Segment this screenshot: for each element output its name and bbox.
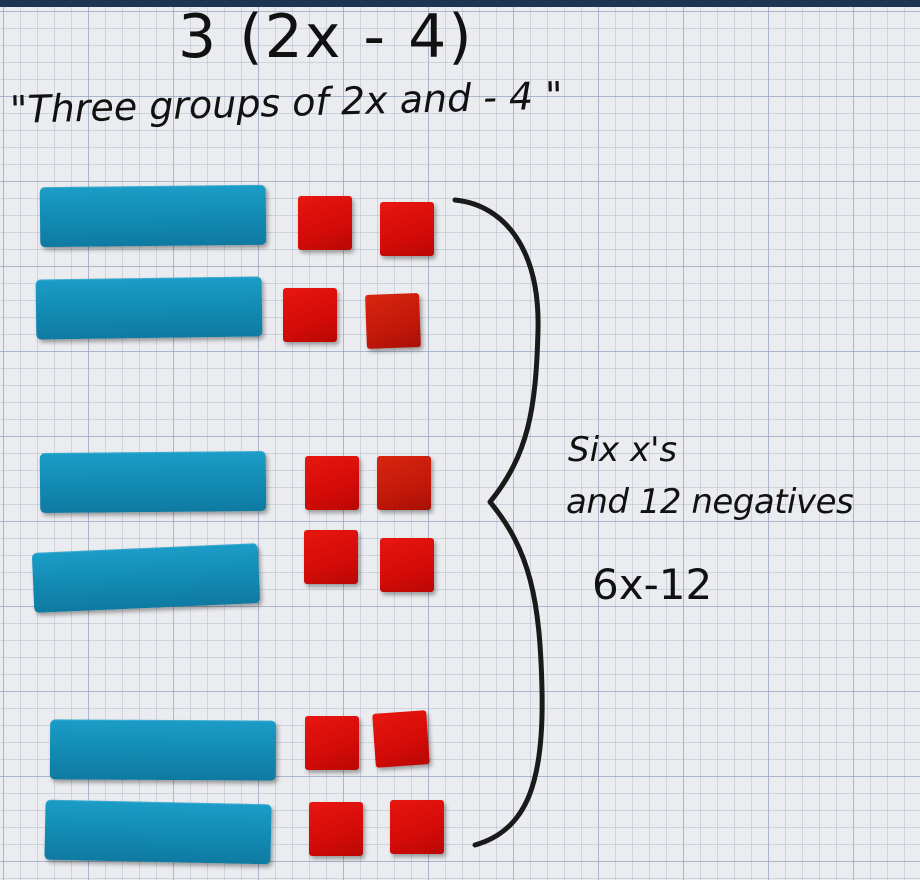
negative-unit-tile (283, 288, 337, 342)
note-result: 6x-12 (592, 560, 713, 609)
negative-unit-tile (304, 530, 358, 584)
negative-unit-tile (380, 538, 434, 592)
negative-unit-tile (305, 716, 359, 770)
note-line-1: Six x's (568, 430, 678, 470)
negative-unit-tile (380, 202, 434, 256)
negative-unit-tile (377, 456, 431, 510)
negative-unit-tile (305, 456, 359, 510)
negative-unit-tile (390, 800, 444, 854)
expression-title: 3 (2x - 4) (178, 2, 474, 72)
negative-unit-tile (298, 196, 352, 250)
top-border (0, 0, 920, 7)
negative-unit-tile (309, 802, 363, 856)
note-line-2: and 12 negatives (566, 482, 854, 522)
